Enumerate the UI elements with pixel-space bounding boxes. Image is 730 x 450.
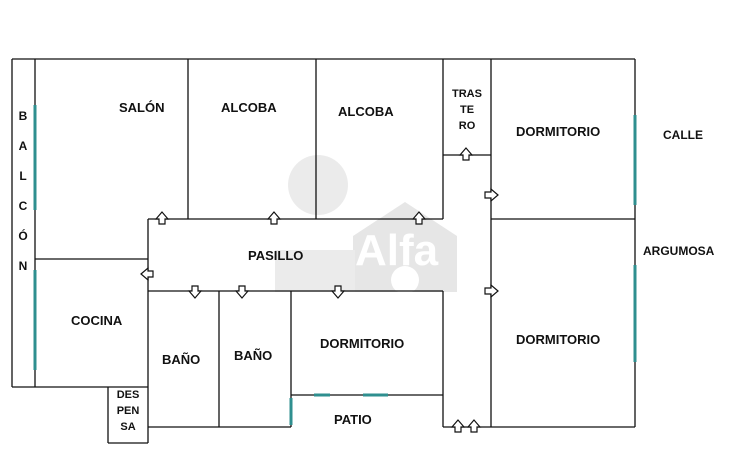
room-label-dormitorio: DORMITORIO <box>516 124 601 139</box>
balcon-letter: B <box>18 109 28 123</box>
door-arrow-up <box>450 419 466 433</box>
door-arrow-right <box>484 283 499 299</box>
room-label-alcoba: ALCOBA <box>221 100 277 115</box>
door-arrow-up <box>411 211 427 225</box>
door-arrow-up <box>266 211 282 225</box>
area-label-patio: PATIO <box>334 412 372 427</box>
balcon-letter: L <box>19 169 27 183</box>
door-arrow-down <box>187 285 203 299</box>
door-arrow-down <box>234 285 250 299</box>
balcon-letter: Ó <box>18 229 28 243</box>
street-label-calle: CALLE <box>663 128 703 142</box>
room-label-dormitorio: DORMITORIO <box>320 336 405 351</box>
street-label-name: ARGUMOSA <box>643 244 715 258</box>
balcon-letter: N <box>18 259 28 273</box>
room-label-despensa: DES PEN SA <box>116 389 140 433</box>
door-arrow-left <box>140 266 154 282</box>
room-label-salon: SALÓN <box>119 100 165 115</box>
room-label-bano: BAÑO <box>162 352 201 367</box>
room-label-pasillo: PASILLO <box>248 248 304 263</box>
door-arrows <box>140 147 499 433</box>
watermark-logo <box>275 155 457 294</box>
watermark-text: Alfa <box>355 226 439 275</box>
room-label-bano: BAÑO <box>234 348 273 363</box>
room-label-cocina: COCINA <box>71 313 123 328</box>
balcon-letter: C <box>18 199 28 213</box>
room-label-dormitorio: DORMITORIO <box>516 332 601 347</box>
door-arrow-up <box>154 211 170 225</box>
door-arrow-down <box>330 285 346 299</box>
balcon-letter: A <box>18 139 28 153</box>
room-label-alcoba: ALCOBA <box>338 104 394 119</box>
door-arrow-up <box>458 147 474 161</box>
door-arrow-right <box>484 187 499 203</box>
door-arrow-up <box>466 419 482 433</box>
room-label-trastero: TRAS TE RO <box>452 88 482 132</box>
windows <box>33 105 637 425</box>
